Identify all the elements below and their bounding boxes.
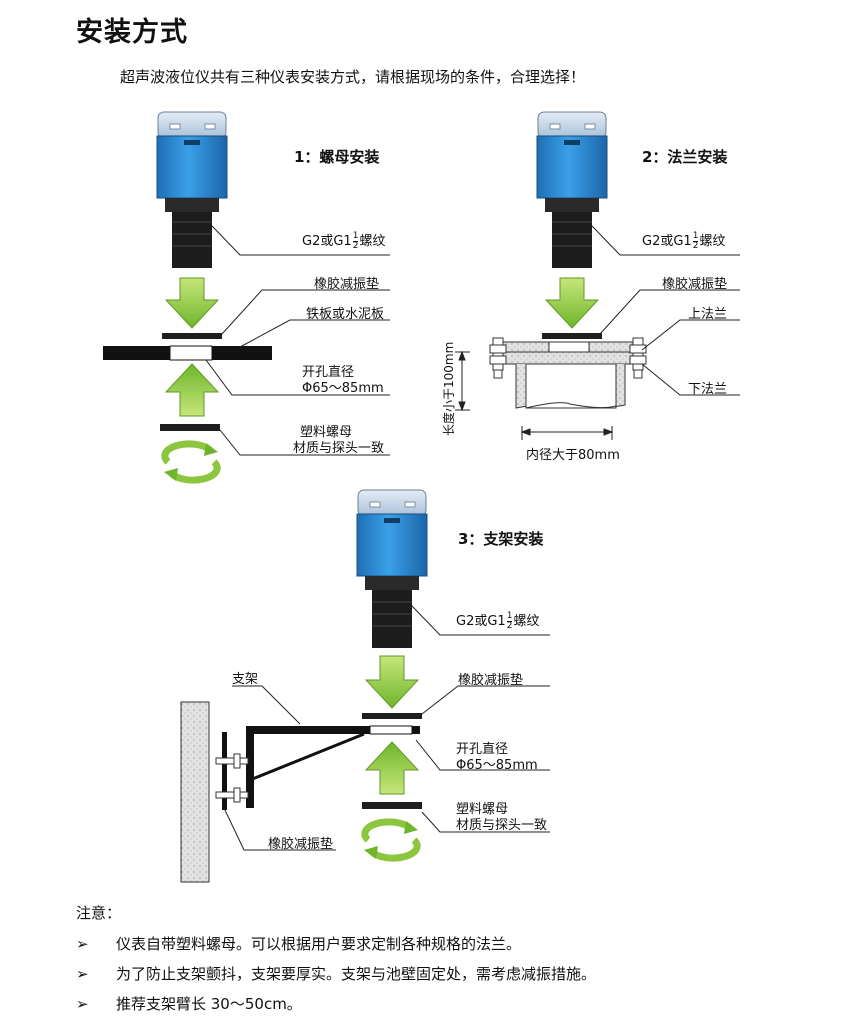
method1-plate xyxy=(103,345,272,361)
method1-arrow-up-icon xyxy=(164,363,220,417)
method1-hole-label-1: 开孔直径 xyxy=(302,365,355,380)
method3-leaders xyxy=(223,605,550,851)
method1-nut-label-2: 材质与探头一致 xyxy=(293,441,385,456)
method3-rotate-icon xyxy=(361,818,421,862)
thread-frac-num: 1 xyxy=(692,231,699,242)
method3-bracket-label: 支架 xyxy=(232,672,259,687)
note-item: ➢ 仪表自带塑料螺母。可以根据用户要求定制各种规格的法兰。 xyxy=(76,933,521,954)
method1-plastic-nut xyxy=(160,424,220,431)
method1-nut-label-1: 塑料螺母 xyxy=(300,425,353,440)
method3-sensor xyxy=(356,489,428,648)
method3-arrow-down-icon xyxy=(364,655,420,709)
note-text: 推荐支架臂长 30～50cm。 xyxy=(116,995,302,1013)
method2-flange-assembly xyxy=(489,337,647,409)
method1-rotate-icon xyxy=(161,440,221,484)
method2-heading: 2：法兰安装 xyxy=(642,148,728,166)
method2-dimensions xyxy=(455,350,614,440)
method1-hole-label-2: Φ65～85mm xyxy=(302,381,384,396)
method2-rubber-pad-label: 橡胶减振垫 xyxy=(662,277,728,292)
thread-frac-num: 1 xyxy=(352,231,359,242)
method3-wall xyxy=(180,701,210,883)
method1-rubber-pad xyxy=(162,333,222,339)
method3-nut-label-1: 塑料螺母 xyxy=(456,802,509,817)
note-item: ➢ 为了防止支架颤抖，支架要厚实。支架与池壁固定处，需考虑减振措施。 xyxy=(76,963,596,984)
method2-sensor xyxy=(536,111,608,268)
method1-rubber-pad-label: 橡胶减振垫 xyxy=(314,277,380,292)
note-item: ➢ 推荐支架臂长 30～50cm。 xyxy=(76,993,302,1014)
method3-plastic-nut xyxy=(362,802,422,809)
method1-leaders xyxy=(205,225,390,456)
method3-rubber-pad xyxy=(362,713,422,719)
method2-length-label: 长度小于100mm xyxy=(442,341,456,436)
note-text: 仪表自带塑料螺母。可以根据用户要求定制各种规格的法兰。 xyxy=(116,935,522,953)
thread-prefix: G2或G1 xyxy=(302,234,352,249)
thread-prefix: G2或G1 xyxy=(456,614,506,629)
method3-rubber-pad-label: 橡胶减振垫 xyxy=(458,673,524,688)
thread-frac-den: 2 xyxy=(692,241,699,251)
page-title: 安装方式 xyxy=(76,17,188,48)
thread-suffix: 螺纹 xyxy=(513,614,540,629)
bullet-arrow-icon: ➢ xyxy=(76,935,89,953)
method1-arrow-down-icon xyxy=(164,277,220,329)
intro-text: 超声波液位仪共有三种仪表安装方式，请根据现场的条件，合理选择！ xyxy=(120,68,586,86)
thread-frac-den: 2 xyxy=(506,621,513,631)
method2-upper-flange-label: 上法兰 xyxy=(688,307,728,322)
thread-suffix: 螺纹 xyxy=(699,234,726,249)
method3-bracket xyxy=(215,725,420,810)
method3-hole-label-2: Φ65～85mm xyxy=(456,758,538,773)
note-text: 为了防止支架颤抖，支架要厚实。支架与池壁固定处，需考虑减振措施。 xyxy=(116,965,597,983)
method2-length-wrap: 长度小于100mm xyxy=(440,342,460,437)
method2-leaders xyxy=(591,225,740,396)
notes-title: 注意： xyxy=(76,904,122,922)
method3-hole-label-1: 开孔直径 xyxy=(456,742,509,757)
method2-lower-flange-label: 下法兰 xyxy=(688,382,728,397)
thread-frac-num: 1 xyxy=(506,611,513,622)
method1-sensor xyxy=(156,111,228,268)
thread-prefix: G2或G1 xyxy=(642,234,692,249)
method1-plate-label: 铁板或水泥板 xyxy=(306,307,385,322)
bullet-arrow-icon: ➢ xyxy=(76,965,89,983)
bullet-arrow-icon: ➢ xyxy=(76,995,89,1013)
method3-wall-pad-label: 橡胶减振垫 xyxy=(268,837,334,852)
method3-heading: 3：支架安装 xyxy=(458,530,544,548)
method2-rubber-pad xyxy=(542,333,602,339)
method2-inner-diameter-label: 内径大于80mm xyxy=(526,448,620,463)
method2-arrow-down-icon xyxy=(544,277,600,329)
method3-arrow-up-icon xyxy=(364,741,420,795)
method1-heading: 1：螺母安装 xyxy=(294,148,380,166)
method3-nut-label-2: 材质与探头一致 xyxy=(456,818,548,833)
thread-suffix: 螺纹 xyxy=(359,234,386,249)
thread-frac-den: 2 xyxy=(352,241,359,251)
